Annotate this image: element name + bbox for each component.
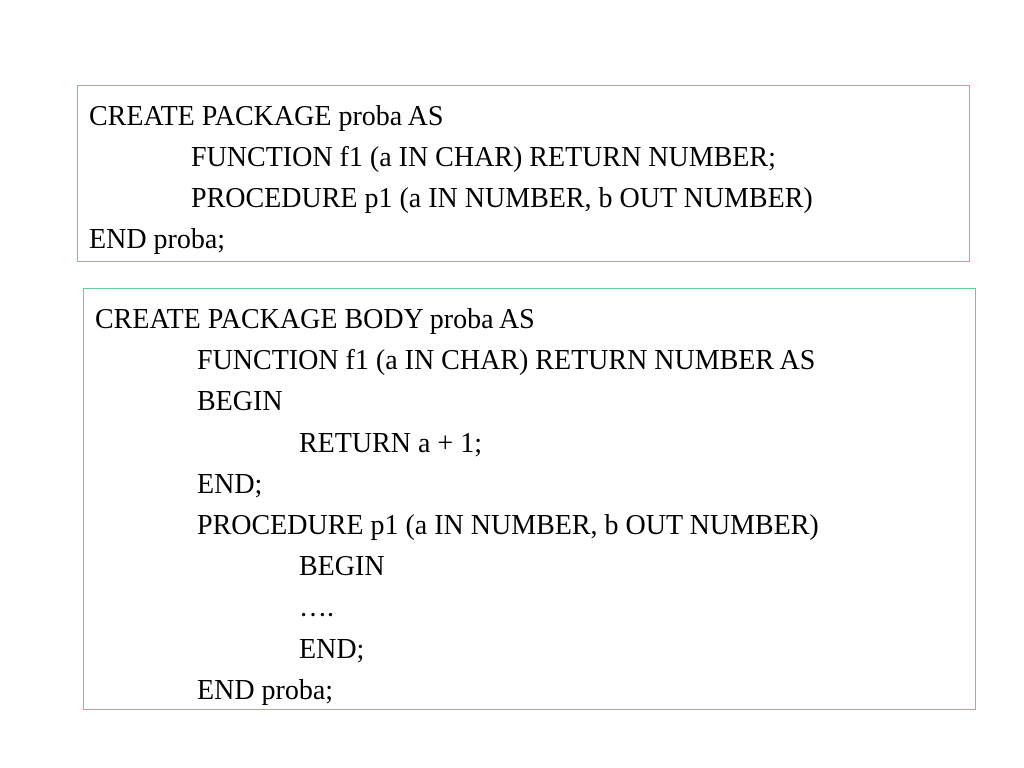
code-line: FUNCTION f1 (a IN CHAR) RETURN NUMBER AS	[197, 345, 816, 377]
code-line: CREATE PACKAGE proba AS	[89, 101, 444, 132]
package-spec-code-box: CREATE PACKAGE proba AS FUNCTION f1 (a I…	[77, 85, 970, 262]
code-line: END proba;	[197, 674, 334, 706]
code-line: BEGIN	[197, 386, 283, 418]
code-line: BEGIN	[299, 551, 385, 583]
code-line: END;	[299, 633, 365, 665]
package-body-code-box: CREATE PACKAGE BODY proba AS FUNCTION f1…	[83, 288, 976, 710]
code-line: END proba;	[89, 224, 226, 255]
code-line: RETURN a + 1;	[299, 427, 482, 459]
code-line: PROCEDURE p1 (a IN NUMBER, b OUT NUMBER)	[197, 509, 819, 541]
code-line: ….	[299, 592, 334, 624]
code-line: PROCEDURE p1 (a IN NUMBER, b OUT NUMBER)	[191, 183, 813, 214]
code-line: END;	[197, 468, 263, 500]
code-line: CREATE PACKAGE BODY proba AS	[95, 304, 535, 335]
code-line: FUNCTION f1 (a IN CHAR) RETURN NUMBER;	[191, 142, 776, 173]
